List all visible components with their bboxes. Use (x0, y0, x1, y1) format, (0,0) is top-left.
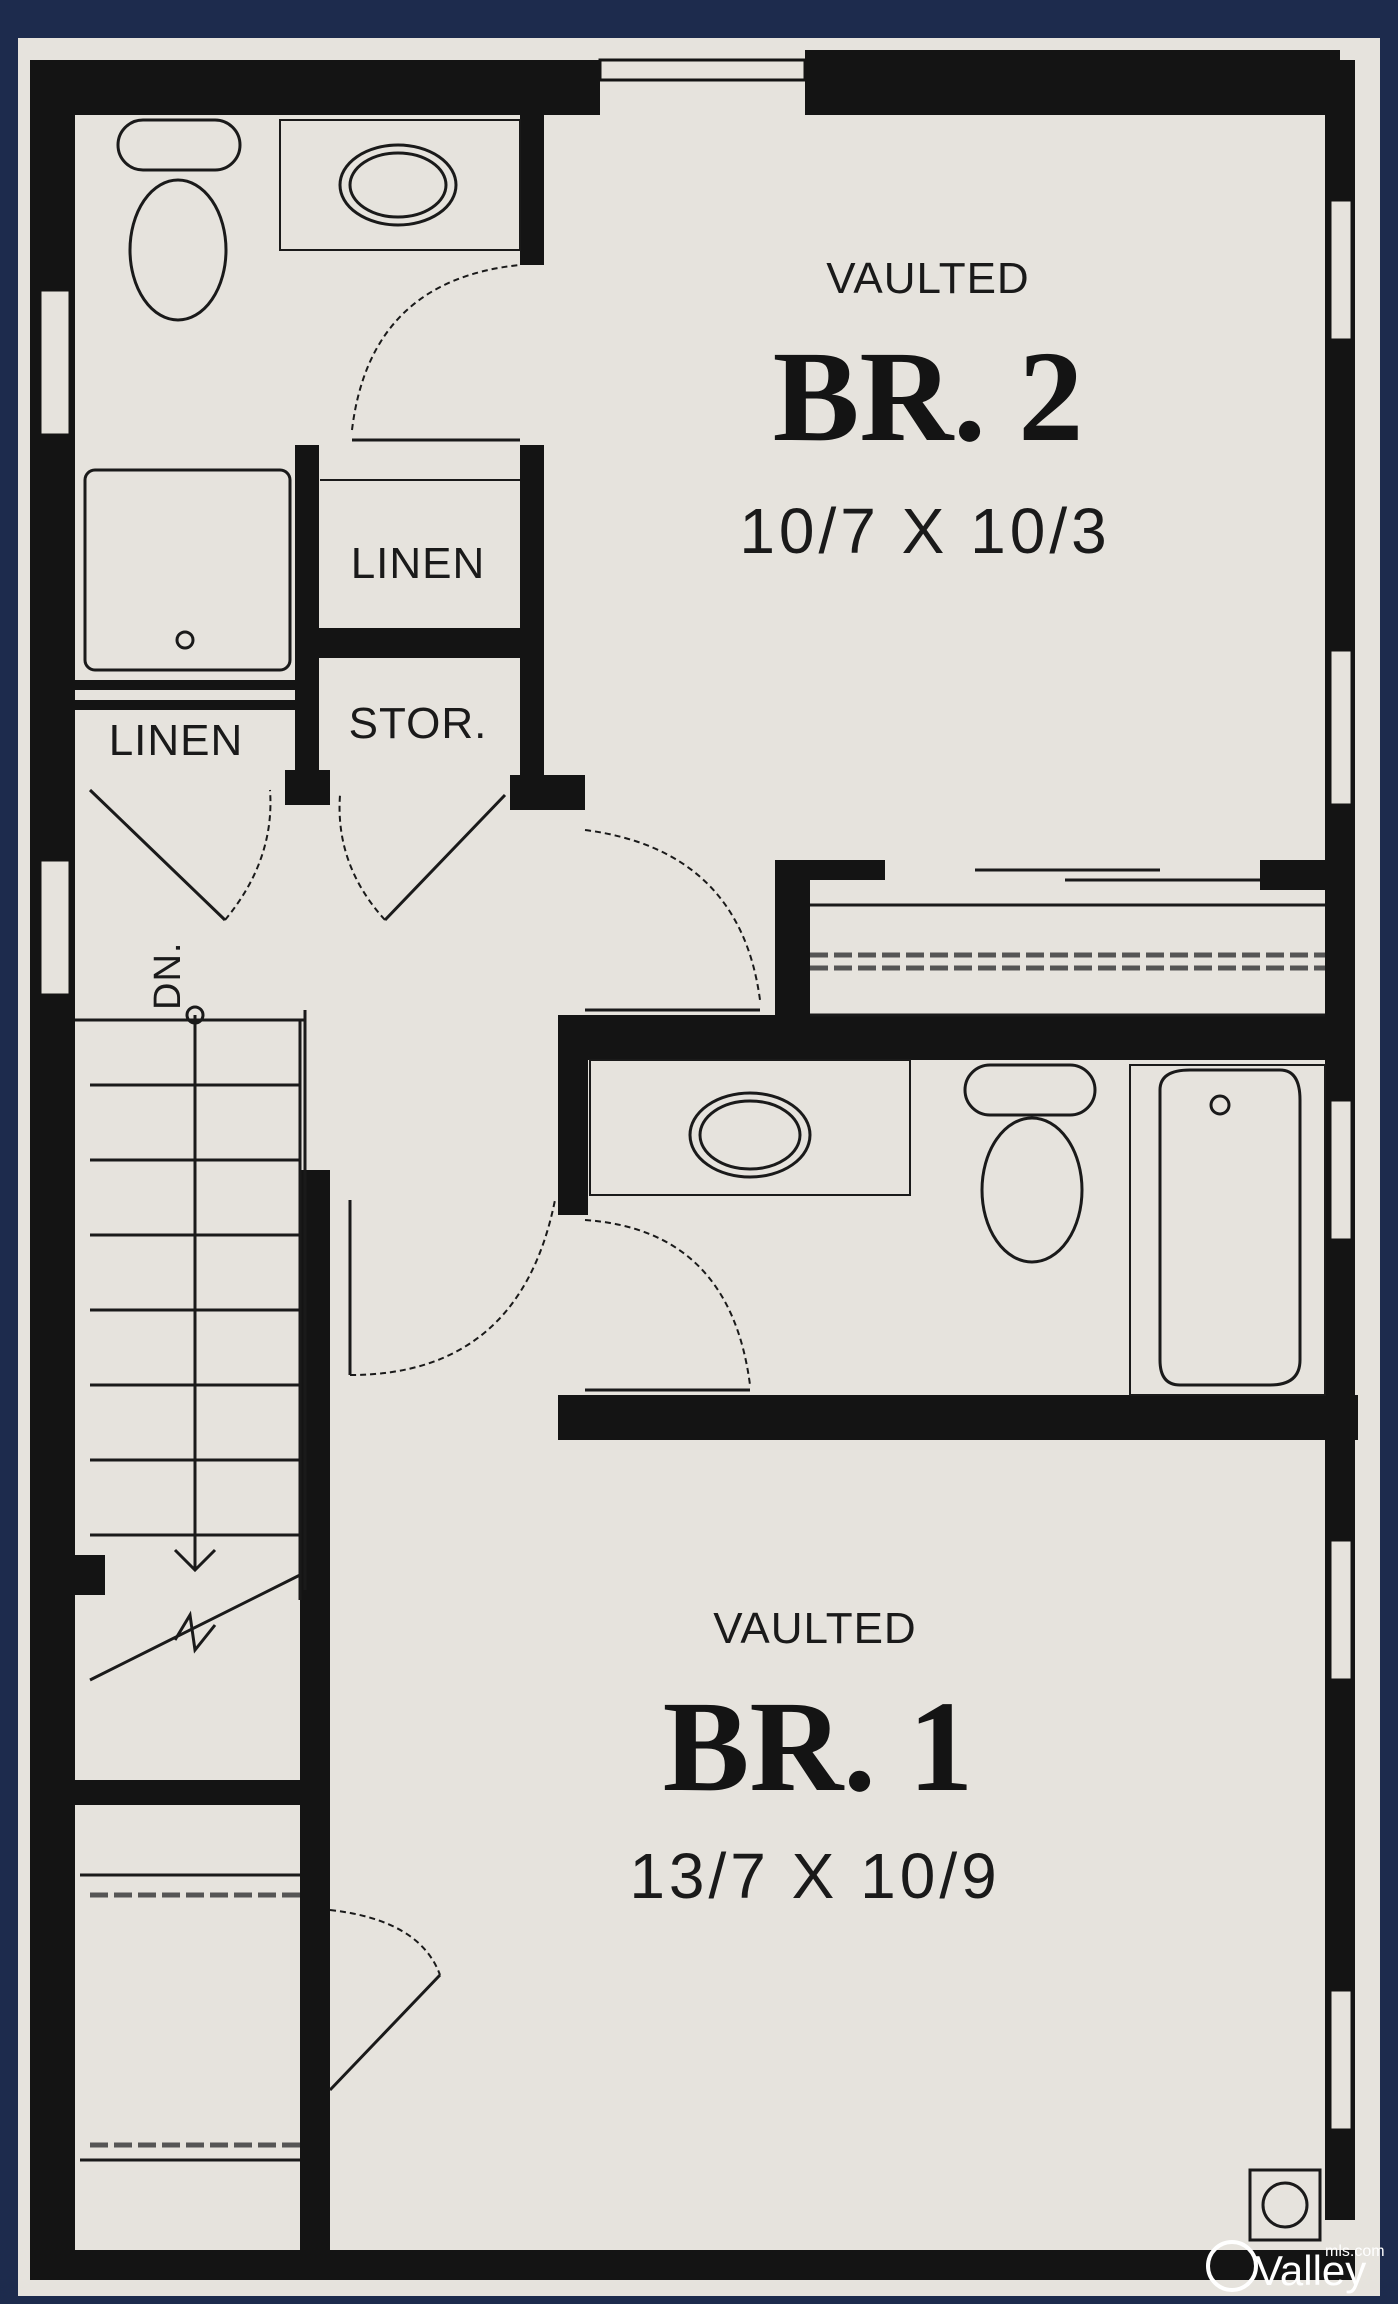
br1-name: BR. 1 (663, 1675, 974, 1819)
toilet-bowl-upper (128, 178, 228, 322)
windows (38, 58, 1354, 2132)
doors (88, 264, 761, 2092)
br2-name: BR. 2 (773, 325, 1084, 469)
closet-shelves (90, 952, 1325, 2148)
fixtures (83, 118, 1326, 2242)
br2-dimensions: 10/7 X 10/3 (739, 495, 1110, 567)
watermark-domain: mls.com (1325, 2243, 1385, 2260)
br2-ceiling-label: VAULTED (826, 254, 1029, 303)
paper-sheet (18, 38, 1380, 2296)
storage-label: STOR. (349, 699, 488, 748)
br1-ceiling-label: VAULTED (713, 1604, 916, 1653)
watermark: Valley mls.com (1206, 2240, 1385, 2294)
linen-left-label: LINEN (109, 716, 244, 765)
watermark-brand: Valley (1255, 2247, 1366, 2294)
linen-upper-label: LINEN (351, 539, 486, 588)
br1-dimensions: 13/7 X 10/9 (629, 1840, 1000, 1912)
stairs (75, 1005, 307, 1682)
stairs-down-label: DN. (147, 942, 189, 1010)
toilet-tank-upper (116, 118, 242, 172)
closet-rods (80, 868, 1325, 2162)
watermark-logo-icon (1206, 2240, 1258, 2292)
